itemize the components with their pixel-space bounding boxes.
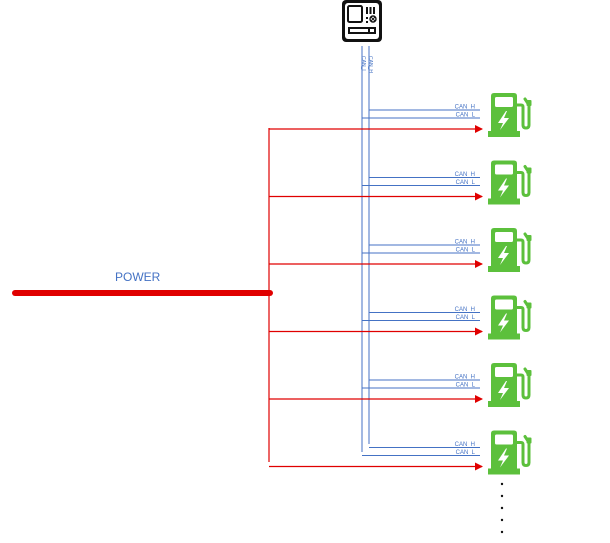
charger-branch: CAN_H CAN_L <box>269 160 533 205</box>
can-h-label: CAN_H <box>455 375 475 381</box>
controller-icon <box>342 0 382 42</box>
charger-branch: CAN_H CAN_L <box>269 295 533 340</box>
can-l-label: CAN_L <box>456 180 476 186</box>
continuation-dots <box>500 482 504 534</box>
charger-branch: CAN_H CAN_L <box>269 430 533 475</box>
power-label: POWER <box>115 270 161 284</box>
ev-charger-icon <box>487 160 533 205</box>
can-l-label: CAN_L <box>456 450 476 456</box>
can-l-label: CAN_L <box>456 383 476 389</box>
can-h-label: CAN_H <box>455 172 475 178</box>
bus-label-can-h: CAN_H <box>367 56 373 73</box>
can-h-label: CAN_H <box>455 105 475 111</box>
can-l-label: CAN_L <box>456 113 476 119</box>
can-l-label: CAN_L <box>456 315 476 321</box>
ev-charger-icon <box>487 430 533 475</box>
bus-label-can-l: CAN_L <box>360 56 366 72</box>
ev-charger-icon <box>487 295 533 340</box>
charger-branch: CAN_H CAN_L <box>269 363 533 407</box>
ev-charger-icon <box>487 93 533 137</box>
ev-charger-icon <box>487 363 533 407</box>
charger-branches: CAN_H CAN_L CAN_H CAN_L CAN_H CAN_L CAN_H CAN_L… <box>269 93 533 475</box>
ev-charger-icon <box>487 228 533 272</box>
can-h-label: CAN_H <box>455 240 475 246</box>
charger-branch: CAN_H CAN_L <box>269 228 533 272</box>
can-h-label: CAN_H <box>455 307 475 313</box>
can-h-label: CAN_H <box>455 442 475 448</box>
can-l-label: CAN_L <box>456 248 476 254</box>
charger-branch: CAN_H CAN_L <box>269 93 533 137</box>
